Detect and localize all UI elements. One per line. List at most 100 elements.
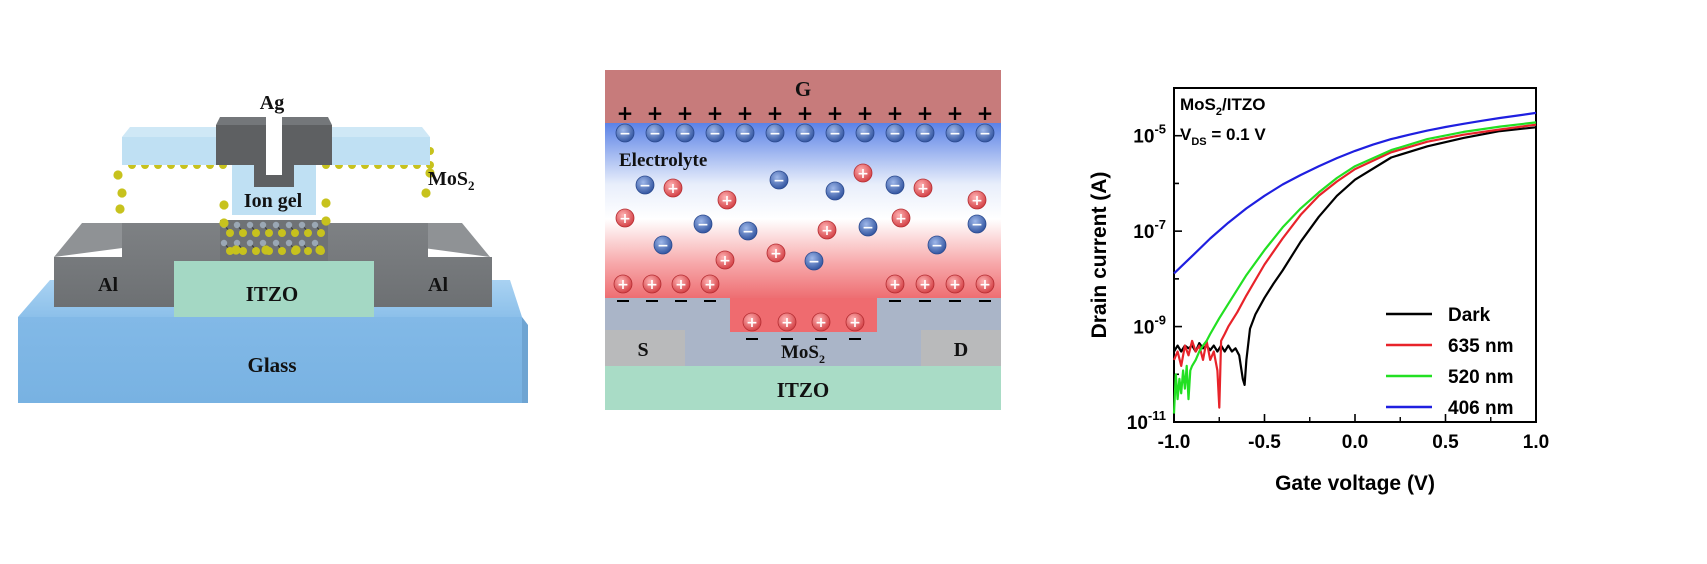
svg-text:−: − — [971, 217, 983, 233]
svg-text:−: − — [639, 178, 651, 194]
anion: − — [693, 214, 713, 234]
ion-gel-front-left — [122, 137, 232, 165]
svg-text:+: + — [646, 277, 658, 293]
electrolyte-label: Electrolyte — [619, 150, 707, 171]
svg-text:+: + — [721, 193, 733, 209]
gate-electrode — [605, 70, 1001, 123]
source-contact — [605, 330, 685, 366]
svg-text:−: − — [709, 126, 721, 142]
anion: − — [769, 170, 789, 190]
s-atom — [278, 229, 286, 237]
x-tick-label: -1.0 — [1158, 432, 1191, 453]
gate-plus-charge: + — [677, 101, 694, 125]
s-atom — [315, 245, 325, 255]
anion: − — [855, 123, 875, 143]
svg-text:−: − — [931, 238, 943, 254]
anion: − — [735, 123, 755, 143]
anion: − — [795, 123, 815, 143]
svg-text:−: − — [679, 126, 691, 142]
gate-plus-charge: + — [707, 101, 724, 125]
gate-plus-charge: + — [767, 101, 784, 125]
anion: − — [705, 123, 725, 143]
annotation-vds: VDS = 0.1 V — [1180, 125, 1266, 148]
glass-label: Glass — [247, 353, 296, 377]
s-atom — [421, 188, 431, 198]
mos2-channel-label: MoS2 — [781, 342, 825, 366]
anion: − — [915, 123, 935, 143]
glass-side-face — [522, 317, 528, 403]
gate-label: G — [795, 77, 811, 101]
svg-text:+: + — [746, 315, 758, 331]
mo-atom — [311, 221, 319, 229]
cation: + — [915, 274, 935, 294]
itzo-block — [174, 261, 374, 317]
svg-text:−: − — [829, 184, 841, 200]
svg-text:+: + — [971, 193, 983, 209]
drain-label: D — [954, 339, 968, 361]
s-atom — [115, 204, 125, 214]
series-line-635-nm — [1172, 123, 1537, 409]
s-atom — [261, 245, 271, 255]
svg-text:−: − — [619, 126, 631, 142]
gate-plus-charge: + — [737, 101, 754, 125]
mo-atom — [246, 239, 254, 247]
anion: − — [967, 214, 987, 234]
cation: + — [777, 312, 797, 332]
svg-text:+: + — [889, 277, 901, 293]
anion: − — [885, 175, 905, 195]
svg-text:−: − — [949, 126, 961, 142]
s-atom — [278, 247, 286, 255]
series-line-520-nm — [1172, 121, 1537, 414]
gate-plus-charge: + — [947, 101, 964, 125]
ion-gel-label: Ion gel — [244, 190, 303, 212]
legend-label: 635 nm — [1448, 336, 1513, 357]
anion: − — [858, 217, 878, 237]
s-atom — [231, 245, 241, 255]
cation: + — [945, 274, 965, 294]
anion: − — [653, 235, 673, 255]
s-atom — [304, 247, 312, 255]
ion-layer: −−−−−−−−−−−−−−++−−+−+++−−+−+−−++−−++++++… — [613, 123, 995, 340]
svg-text:−: − — [862, 220, 874, 236]
anion: − — [825, 181, 845, 201]
svg-text:+: + — [821, 223, 833, 239]
anion: − — [804, 251, 824, 271]
mo-atom — [220, 239, 228, 247]
svg-text:−: − — [697, 217, 709, 233]
y-tick-label: 10-11 — [1127, 408, 1166, 434]
glass-front-face — [18, 317, 522, 403]
cation: + — [845, 312, 865, 332]
svg-text:+: + — [895, 211, 907, 227]
svg-text:+: + — [617, 277, 629, 293]
cation: + — [913, 178, 933, 198]
anion: − — [885, 123, 905, 143]
anion: − — [975, 123, 995, 143]
s-atom — [117, 188, 127, 198]
gate-plus-charge: + — [617, 101, 634, 125]
series-lines — [1172, 111, 1537, 414]
mo-atom — [311, 239, 319, 247]
anion: − — [635, 175, 655, 195]
itzo-schematic-label: ITZO — [777, 378, 830, 402]
cation: + — [613, 274, 633, 294]
anion: − — [615, 123, 635, 143]
svg-text:+: + — [919, 277, 931, 293]
legend-label: 520 nm — [1448, 367, 1513, 388]
svg-text:+: + — [857, 166, 869, 182]
s-atom — [317, 229, 325, 237]
svg-text:+: + — [619, 211, 631, 227]
gate-plus-charge: + — [827, 101, 844, 125]
anion: − — [945, 123, 965, 143]
svg-text:+: + — [917, 181, 929, 197]
s-atom — [226, 229, 234, 237]
ion-gel-front-right — [316, 137, 430, 165]
mo-atom — [233, 239, 241, 247]
mo-atom — [298, 239, 306, 247]
mo-atom — [246, 221, 254, 229]
svg-text:+: + — [979, 277, 991, 293]
mo-atom — [233, 221, 241, 229]
gate-plus-charge: + — [647, 101, 664, 125]
al-right-label: Al — [428, 274, 448, 296]
